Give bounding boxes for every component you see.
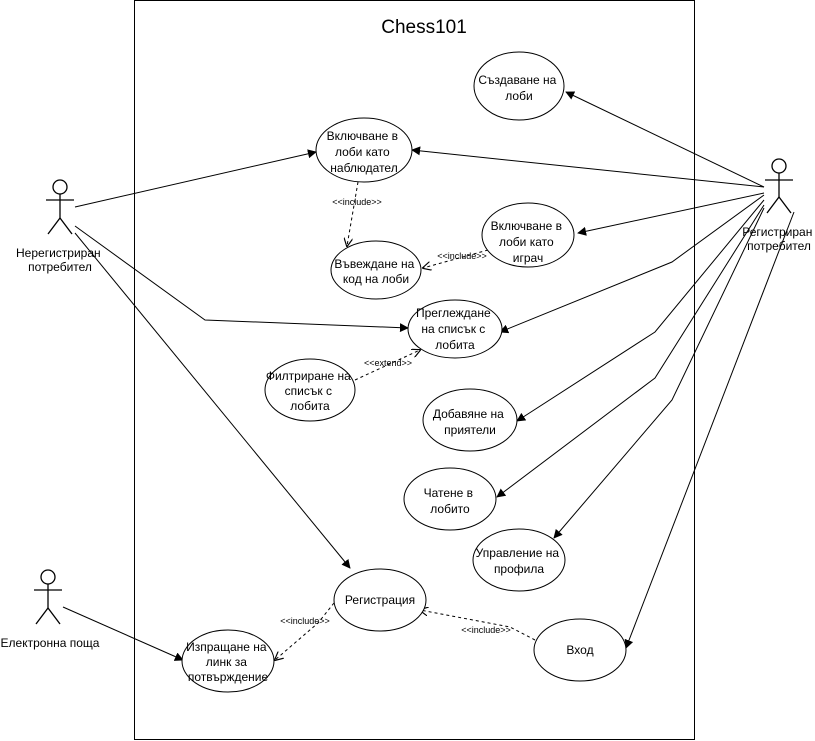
assoc-reg-add-friends bbox=[516, 199, 765, 422]
actor-unregistered-user[interactable]: Нерегистриран потребител bbox=[16, 179, 104, 274]
use-case-view-list[interactable]: Преглеждане на списък с лобита bbox=[407, 299, 503, 359]
associations bbox=[62, 91, 795, 661]
assoc-email-send-link bbox=[62, 606, 184, 661]
system-boundary bbox=[134, 0, 695, 740]
assoc-reg-join-player bbox=[577, 192, 765, 236]
stick-figure-icon bbox=[34, 569, 62, 625]
svg-text:Вход: Вход bbox=[566, 643, 593, 657]
label-extend-1: <<extend>> bbox=[364, 358, 412, 368]
svg-text:Чатене в лобито: Чатене в лобито bbox=[424, 486, 477, 516]
label-include-3: <<include>> bbox=[280, 616, 330, 626]
use-case-create-lobby[interactable]: Създаване на лоби bbox=[473, 51, 565, 121]
svg-text:Създаване на лоби: Създаване на лоби bbox=[478, 73, 559, 103]
svg-text:Добавяне на приятели: Добавяне на приятели bbox=[433, 407, 507, 437]
svg-text:Филтриране на списък с: Филтриране на списък с лобита bbox=[266, 369, 354, 413]
use-case-registration[interactable]: Регистрация bbox=[333, 568, 427, 632]
svg-text:Въвеждане на код на лоби: Въвеждане на код на лоби bbox=[334, 257, 417, 286]
dependencies bbox=[275, 181, 536, 660]
assoc-reg-lobby-chat bbox=[496, 204, 765, 498]
actor-registered-user[interactable]: Регистриран потребител bbox=[742, 158, 815, 253]
use-case-send-link[interactable]: Изпращане на линк за потвърждение bbox=[181, 629, 275, 693]
assoc-reg-manage-profile bbox=[553, 207, 765, 539]
svg-text:Изпращане на линк за: Изпращане на линк за потвърждение bbox=[186, 640, 270, 684]
assoc-reg-create-lobby bbox=[565, 91, 765, 188]
assoc-unreg-view-list bbox=[74, 225, 409, 333]
assoc-reg-join-observer bbox=[411, 146, 765, 188]
use-case-enter-code[interactable]: Въвеждане на код на лоби bbox=[330, 240, 422, 300]
svg-text:Преглеждане на списък с: Преглеждане на списък с лобита bbox=[416, 306, 494, 352]
system-title: Chess101 bbox=[381, 17, 467, 38]
include-observer-code bbox=[347, 181, 359, 246]
use-case-filter-list[interactable]: Филтриране на списък с лобита bbox=[264, 358, 356, 422]
svg-text:Включване в лоби като: Включване в лоби като наблюдател bbox=[327, 129, 402, 175]
label-include-1: <<include>> bbox=[332, 197, 382, 207]
stick-figure-icon bbox=[765, 158, 793, 214]
assoc-unreg-registration bbox=[74, 232, 351, 569]
svg-text:Електронна поща: Електронна поща bbox=[1, 636, 100, 650]
stick-figure-icon bbox=[46, 179, 74, 235]
include-player-code bbox=[423, 249, 489, 268]
label-include-4: <<include>> bbox=[461, 625, 511, 635]
use-case-login[interactable]: Вход bbox=[533, 618, 627, 682]
svg-text:Включване в лоби като: Включване в лоби като играч bbox=[491, 219, 566, 265]
assoc-reg-view-list bbox=[499, 194, 765, 334]
use-case-join-observer[interactable]: Включване в лоби като наблюдател bbox=[315, 117, 413, 183]
label-include-2: <<include>> bbox=[437, 251, 487, 261]
svg-text:Регистрация: Регистрация bbox=[345, 593, 415, 607]
svg-text:Регистриран потребител: Регистриран потребител bbox=[742, 225, 815, 253]
include-registration-send-link bbox=[275, 602, 335, 660]
assoc-unreg-join-observer bbox=[74, 149, 317, 208]
use-case-join-player[interactable]: Включване в лоби като играч bbox=[481, 202, 575, 268]
assoc-reg-login bbox=[624, 211, 795, 649]
use-case-lobby-chat[interactable]: Чатене в лобито bbox=[403, 467, 497, 531]
actor-email[interactable]: Електронна поща bbox=[1, 569, 100, 650]
svg-text:Нерегистриран потребител: Нерегистриран потребител bbox=[16, 246, 104, 274]
use-case-manage-profile[interactable]: Управление на профила bbox=[472, 528, 566, 592]
svg-text:Управление на профила: Управление на профила bbox=[476, 546, 563, 576]
use-case-add-friends[interactable]: Добавяне на приятели bbox=[422, 388, 518, 452]
